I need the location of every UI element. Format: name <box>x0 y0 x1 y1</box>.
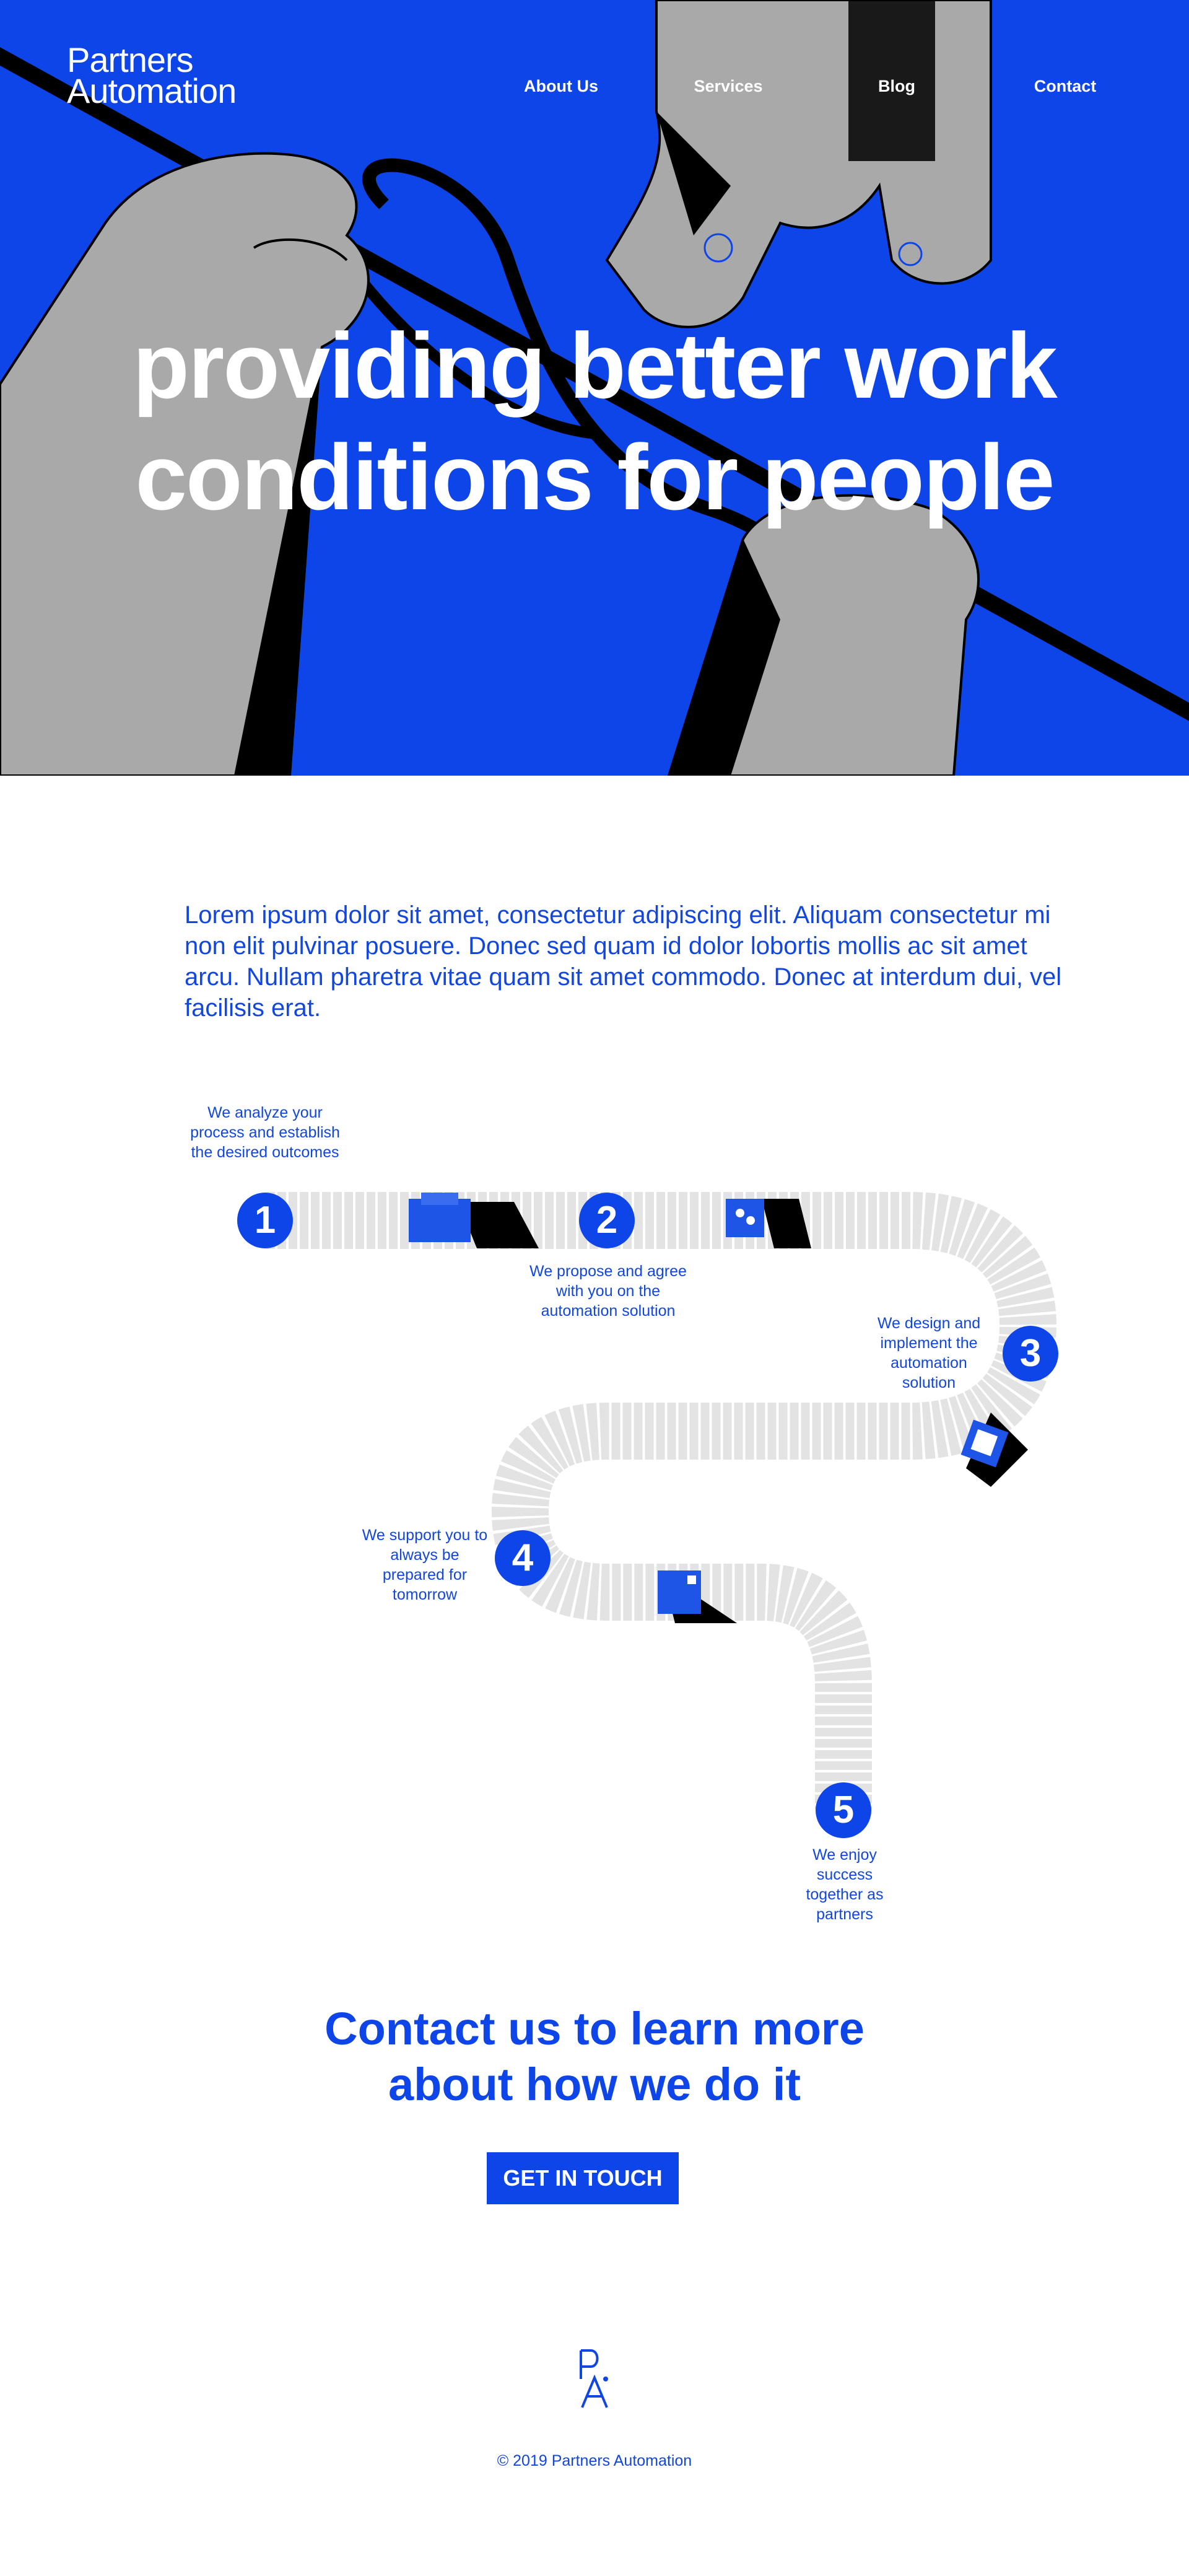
box-2-icon <box>726 1199 811 1248</box>
step-1-badge: 1 <box>237 1193 293 1248</box>
conveyor-belt <box>266 1192 1057 1809</box>
box-3-icon <box>960 1413 1028 1487</box>
contact-heading-line-1: Contact us to learn more <box>324 2003 865 2054</box>
get-in-touch-button[interactable]: GET IN TOUCH <box>487 2152 679 2204</box>
pa-monogram-icon <box>580 2349 608 2408</box>
step-4-text: We support you to always be prepared for… <box>362 1527 488 1603</box>
step-4-badge: 4 <box>495 1530 551 1586</box>
step-2-badge: 2 <box>579 1193 635 1248</box>
brand-line-1: Partners <box>67 40 194 79</box>
hero-title-line-1: providing better work <box>133 313 1057 418</box>
main-nav: About Us Services Blog Contact <box>0 77 1189 102</box>
hero-illustration <box>0 0 1189 776</box>
copyright-text: © 2019 Partners Automation <box>497 2452 692 2469</box>
process-section: 1 2 3 4 5 We analyze your process and es… <box>0 1078 1189 1945</box>
step-3-text: We design and implement the automation s… <box>877 1315 981 1391</box>
hero-title: providing better work conditions for peo… <box>0 310 1189 533</box>
nav-about-us[interactable]: About Us <box>524 77 598 95</box>
step-2-text: We propose and agree with you on the aut… <box>529 1263 687 1320</box>
step-1-text: We analyze your process and establish th… <box>190 1104 340 1161</box>
hero-section: Partners Automation About Us Services Bl… <box>0 0 1189 776</box>
nav-blog[interactable]: Blog <box>878 77 915 95</box>
contact-heading: Contact us to learn more about how we do… <box>0 2001 1189 2113</box>
brand-line-2: Automation <box>67 71 237 110</box>
brand-logo[interactable]: Partners Automation <box>67 40 237 110</box>
box-1-icon <box>409 1193 539 1248</box>
box-4-icon <box>658 1571 737 1623</box>
intro-paragraph: Lorem ipsum dolor sit amet, consectetur … <box>185 901 1062 1022</box>
step-5-text: We enjoy success together as partners <box>806 1846 884 1923</box>
step-3-badge: 3 <box>1003 1326 1058 1382</box>
hero-title-line-2: conditions for people <box>135 425 1055 529</box>
nav-services[interactable]: Services <box>694 77 763 95</box>
step-5-badge: 5 <box>816 1782 871 1838</box>
contact-heading-line-2: about how we do it <box>388 2059 801 2110</box>
nav-contact[interactable]: Contact <box>1034 77 1097 95</box>
